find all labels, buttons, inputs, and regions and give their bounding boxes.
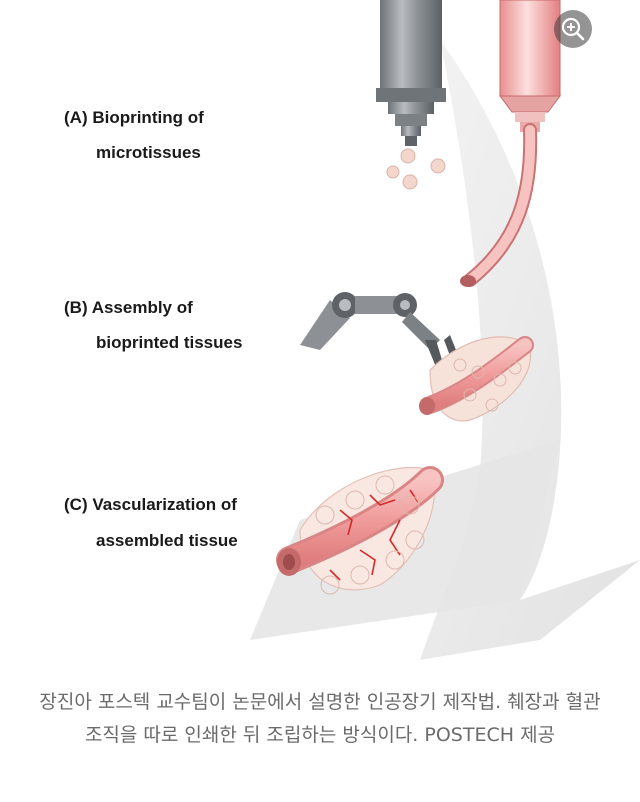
zoom-button[interactable] bbox=[554, 10, 592, 48]
step-a-subtitle: microtissues bbox=[96, 143, 201, 162]
microtissue-particles bbox=[386, 148, 446, 190]
zoom-in-icon bbox=[561, 17, 585, 41]
step-c-title: (C) Vascularization of bbox=[64, 495, 237, 514]
step-b-title: (B) Assembly of bbox=[64, 298, 193, 317]
bioink-syringe bbox=[499, 0, 561, 132]
figure-caption: 장진아 포스텍 교수팀이 논문에서 설명한 인공장기 제작법. 췌장과 혈관 조… bbox=[39, 691, 601, 746]
process-diagram bbox=[250, 0, 640, 660]
robotic-gripper bbox=[300, 292, 462, 372]
step-a-title: (A) Bioprinting of bbox=[64, 108, 204, 127]
step-b-subtitle: bioprinted tissues bbox=[96, 333, 243, 352]
vascularized-tissue bbox=[276, 466, 444, 595]
step-c-subtitle: assembled tissue bbox=[96, 531, 238, 550]
assembled-tissue bbox=[419, 336, 534, 422]
printer-nozzle bbox=[376, 0, 446, 146]
